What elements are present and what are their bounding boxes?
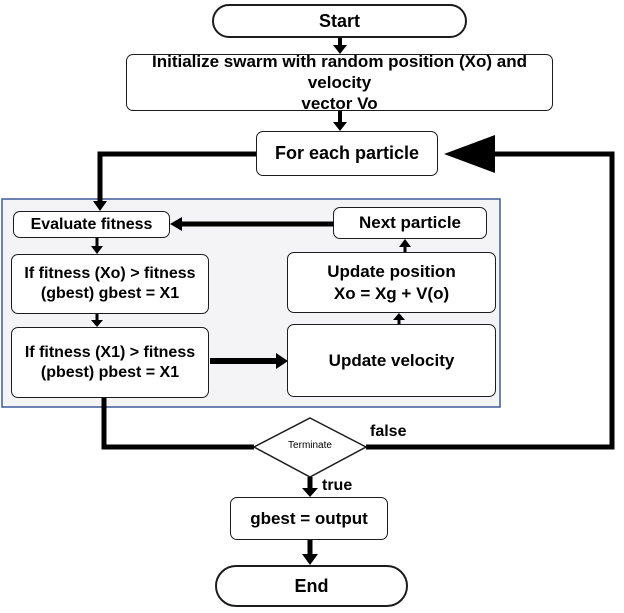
if-gbest-label-line2: (gbest) gbest = X1 bbox=[40, 285, 180, 302]
for-each-particle-label: For each particle bbox=[274, 143, 420, 164]
update-velocity-label: Update velocity bbox=[328, 350, 455, 370]
gbest-output-node: gbest = output bbox=[230, 497, 388, 540]
if-pbest-label-line2: (pbest) pbest = X1 bbox=[40, 363, 180, 381]
arrowhead-foreach-evaluate bbox=[93, 201, 107, 211]
initialize-label-line1: Initialize swarm with random position (X… bbox=[152, 51, 527, 92]
update-position-label-line2: Xo = Xg + V(o) bbox=[333, 283, 450, 303]
if-pbest-node: If fitness (X1) > fitness (pbest) pbest … bbox=[11, 327, 209, 398]
update-position-node: Update position Xo = Xg + V(o) bbox=[287, 252, 496, 313]
arrowhead-output-end bbox=[302, 554, 318, 565]
next-particle-label: Next particle bbox=[358, 213, 462, 233]
if-gbest-node: If fitness (Xo) > fitness (gbest) gbest … bbox=[11, 254, 209, 314]
for-each-particle-node: For each particle bbox=[256, 131, 438, 176]
terminate-label: Terminate bbox=[288, 440, 332, 451]
update-position-label-line1: Update position bbox=[327, 262, 456, 282]
end-node: End bbox=[215, 565, 408, 607]
if-gbest-label-line1: If fitness (Xo) > fitness bbox=[24, 265, 196, 282]
arrowhead-velocity-position bbox=[393, 313, 405, 320]
evaluate-fitness-node: Evaluate fitness bbox=[13, 211, 170, 238]
end-label: End bbox=[294, 575, 329, 596]
arrow-false-foreach bbox=[366, 151, 615, 450]
initialize-node: Initialize swarm with random position (X… bbox=[126, 51, 553, 114]
arrowhead-true-output bbox=[302, 488, 318, 497]
arrowhead-init-foreach bbox=[333, 122, 347, 131]
arrowhead-evaluate-ifgbest bbox=[91, 246, 103, 254]
start-node: Start bbox=[212, 4, 467, 38]
arrowhead-next-evaluate bbox=[170, 217, 182, 231]
initialize-label-line2: vector Vo bbox=[301, 94, 378, 114]
update-velocity-node: Update velocity bbox=[287, 324, 496, 397]
arrowhead-position-next bbox=[399, 239, 411, 247]
arrow-foreach-evaluate bbox=[97, 151, 256, 205]
arrow-loop-terminate bbox=[101, 398, 254, 450]
arrowhead-ifpbest-velocity bbox=[276, 353, 288, 369]
arrowhead-start-init bbox=[333, 45, 347, 54]
arrowhead-ifgbest-ifpbest bbox=[91, 320, 103, 327]
start-label: Start bbox=[318, 10, 360, 31]
evaluate-fitness-label: Evaluate fitness bbox=[30, 215, 153, 233]
gbest-output-label: gbest = output bbox=[250, 508, 368, 528]
next-particle-node: Next particle bbox=[333, 207, 487, 239]
if-pbest-label-line1: If fitness (X1) > fitness bbox=[24, 343, 196, 361]
arrowhead-false-foreach bbox=[444, 135, 495, 173]
false-edge-label: false bbox=[370, 423, 407, 440]
true-edge-label: true bbox=[322, 477, 353, 494]
